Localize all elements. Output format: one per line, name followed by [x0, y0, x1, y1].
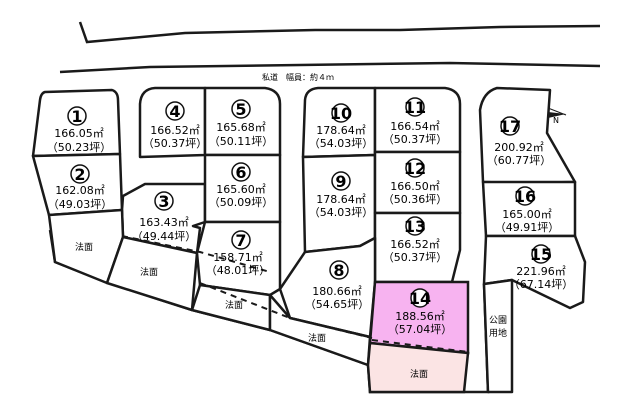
park-label-1: 公園	[489, 315, 507, 326]
block-highlight	[366, 280, 470, 394]
park-label-2: 用地	[489, 327, 507, 339]
slope-label-2: 法面	[140, 266, 158, 278]
lot-15-tsubo: （67.14坪）	[509, 278, 574, 291]
block-left	[31, 88, 207, 312]
lot-10-area: 178.64㎡	[316, 124, 366, 137]
lot-14-tsubo: （57.04坪）	[388, 323, 453, 336]
block-center	[268, 86, 462, 367]
north-arrow: N	[547, 107, 567, 125]
slope-label-5: 法面	[410, 368, 428, 380]
lot-17-area: 200.92㎡	[494, 141, 544, 154]
lot-16-area: 165.00㎡	[502, 208, 552, 221]
lot-1-area: 166.05㎡	[54, 127, 104, 140]
lot-3-tsubo: （49.44坪）	[132, 230, 197, 243]
lot-7-number: 7	[235, 231, 246, 250]
lot-3-area: 163.43㎡	[139, 216, 189, 229]
lot-4-tsubo: （50.37坪）	[143, 137, 208, 150]
slope-lot-14	[366, 341, 470, 394]
slope-line-right	[371, 339, 469, 353]
lot-12-area: 166.50㎡	[390, 180, 440, 193]
lot-15-area: 221.96㎡	[516, 265, 566, 278]
lot-5-number: 5	[235, 100, 246, 119]
lot-6-area: 165.60㎡	[216, 183, 266, 196]
lot-8-tsubo: （54.65坪）	[305, 298, 370, 311]
lot-7-area: 158.71㎡	[213, 251, 263, 264]
lot-labels: 1 166.05㎡ （50.23坪） 2 162.08㎡ （49.03坪） 3 …	[47, 97, 574, 380]
block-right	[478, 86, 587, 394]
lot-13-tsubo: （50.37坪）	[383, 251, 448, 264]
slope-label-4: 法面	[308, 332, 326, 344]
road-upper-edge	[78, 21, 601, 44]
lot-13-number: 13	[404, 217, 426, 236]
lot-9-area: 178.64㎡	[316, 193, 366, 206]
lot-16-tsubo: （49.91坪）	[495, 221, 560, 234]
lot-6-number: 6	[235, 163, 246, 182]
lot-1-tsubo: （50.23坪）	[47, 141, 112, 154]
road-boundaries	[59, 21, 601, 74]
lot-10-number: 10	[330, 104, 352, 123]
lot-9-tsubo: （54.03坪）	[309, 206, 374, 219]
lot-5[interactable]	[203, 86, 282, 157]
lot-4-number: 4	[169, 102, 180, 121]
lot-9-number: 9	[335, 172, 346, 191]
lot-11-area: 166.54㎡	[390, 120, 440, 133]
lot-8-area: 180.66㎡	[312, 285, 362, 298]
lot-17[interactable]	[478, 86, 577, 185]
lot-14-number: 14	[409, 289, 431, 308]
lot-14-area: 188.56㎡	[395, 310, 445, 323]
park-site	[482, 278, 514, 394]
lot-2-tsubo: （49.03坪）	[48, 198, 113, 211]
road-lower-edge	[59, 61, 601, 74]
lot-7-tsubo: （48.01坪）	[206, 264, 271, 277]
slope-line-left	[121, 235, 271, 273]
lot-11[interactable]	[373, 86, 462, 154]
lot-16-number: 16	[514, 187, 536, 206]
lot-17-tsubo: （60.77坪）	[487, 154, 552, 167]
lot-6-tsubo: （50.09坪）	[209, 196, 274, 209]
lot-17-number: 17	[499, 117, 521, 136]
slope-label-1: 法面	[75, 241, 93, 253]
slope-label-3: 法面	[225, 299, 243, 311]
lot-4[interactable]	[138, 86, 207, 159]
block-center-left	[138, 86, 282, 332]
lot-11-tsubo: （50.37坪）	[383, 133, 448, 146]
lot-12-tsubo: （50.36坪）	[383, 193, 448, 206]
lot-1-number: 1	[71, 107, 82, 126]
lot-10-tsubo: （54.03坪）	[309, 137, 374, 150]
lot-15-number: 15	[530, 245, 552, 264]
north-arrow-mark: N	[553, 116, 559, 125]
lot-2-number: 2	[74, 165, 85, 184]
road-label: 私道 幅員：約４ｍ	[262, 72, 334, 82]
lot-8-number: 8	[333, 261, 344, 280]
lot-4-area: 166.52㎡	[150, 124, 200, 137]
lot-13-area: 166.52㎡	[390, 238, 440, 251]
lot-5-area: 165.68㎡	[216, 121, 266, 134]
lot-2-area: 162.08㎡	[55, 184, 105, 197]
lot-5-tsubo: （50.11坪）	[209, 135, 274, 148]
lot-11-number: 11	[404, 98, 426, 117]
lot-3-number: 3	[158, 192, 169, 211]
lot-12-number: 12	[404, 159, 426, 178]
